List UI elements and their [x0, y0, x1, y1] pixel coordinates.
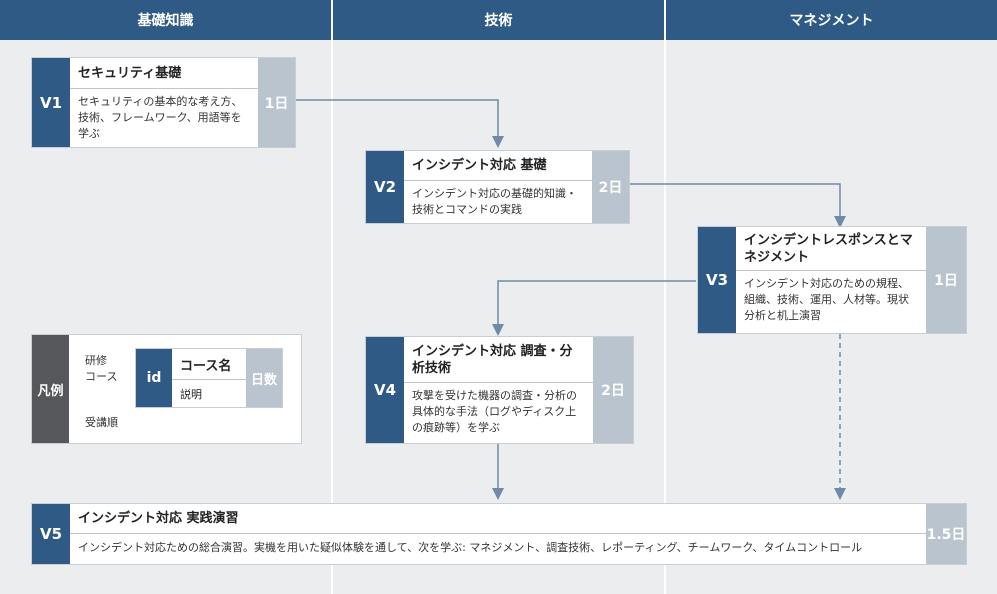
- legend-tag: 凡例: [32, 335, 69, 443]
- legend-order-label: 受講順: [85, 416, 118, 429]
- course-id: V5: [32, 504, 70, 564]
- arrow-v3-to-v4: [492, 280, 696, 336]
- course-days: 1日: [258, 58, 295, 147]
- legend: 凡例 研修 コース id コース名 説明 日数 受講順: [31, 334, 302, 444]
- course-id: V1: [32, 58, 70, 147]
- course-title: インシデントレスポンスとマネジメント: [736, 227, 926, 271]
- course-v5: V5 インシデント対応 実践演習 インシデント対応ための総合演習。実機を用いた疑…: [31, 503, 967, 565]
- column-header-basic: 基礎知識: [0, 0, 331, 40]
- course-days: 1日: [926, 227, 966, 333]
- course-id: V2: [366, 151, 404, 223]
- course-title: インシデント対応 基礎: [404, 151, 592, 181]
- course-title: セキュリティ基礎: [70, 58, 258, 89]
- legend-sample-course: id コース名 説明 日数: [135, 348, 283, 408]
- course-id: V4: [366, 337, 404, 443]
- course-description: インシデント対応の基礎的知識・技術とコマンドの実践: [412, 187, 577, 216]
- course-v4: V4 インシデント対応 調査・分析技術 攻撃を受けた機器の調査・分析の具体的な手…: [365, 336, 634, 444]
- column-header-management: マネジメント: [666, 0, 997, 40]
- course-title: インシデント対応 調査・分析技術: [404, 337, 593, 383]
- course-description: セキュリティの基本的な考え方、技術、フレームワーク、用語等を学ぶ: [78, 95, 243, 140]
- course-description: インシデント対応ための総合演習。実機を用いた疑似体験を通して、次を学ぶ: マネジ…: [78, 541, 863, 554]
- course-v3: V3 インシデントレスポンスとマネジメント インシデント対応のための規程、組織、…: [697, 226, 967, 334]
- arrow-v1-to-v2: [296, 99, 504, 148]
- legend-course-name: コース名: [172, 349, 246, 380]
- legend-id: id: [136, 349, 172, 407]
- course-description: インシデント対応のための規程、組織、技術、運用、人材等。現状分析と机上演習: [744, 277, 909, 322]
- course-title: インシデント対応 実践演習: [70, 504, 926, 534]
- course-description: 攻撃を受けた機器の調査・分析の具体的な手法（ログやディスク上の痕跡等）を学ぶ: [412, 389, 577, 434]
- column-header-tech: 技術: [333, 0, 664, 40]
- course-v2: V2 インシデント対応 基礎 インシデント対応の基礎的知識・技術とコマンドの実践…: [365, 150, 630, 224]
- arrow-v2-to-v3: [630, 183, 846, 228]
- legend-course-label: 研修 コース: [85, 354, 118, 383]
- course-v1: V1 セキュリティ基礎 セキュリティの基本的な考え方、技術、フレームワーク、用語…: [31, 57, 296, 148]
- course-id: V3: [698, 227, 736, 333]
- legend-description: 説明: [180, 387, 202, 401]
- course-days: 2日: [592, 151, 629, 223]
- legend-days: 日数: [246, 349, 282, 407]
- course-days: 1.5日: [926, 504, 966, 564]
- course-days: 2日: [593, 337, 633, 443]
